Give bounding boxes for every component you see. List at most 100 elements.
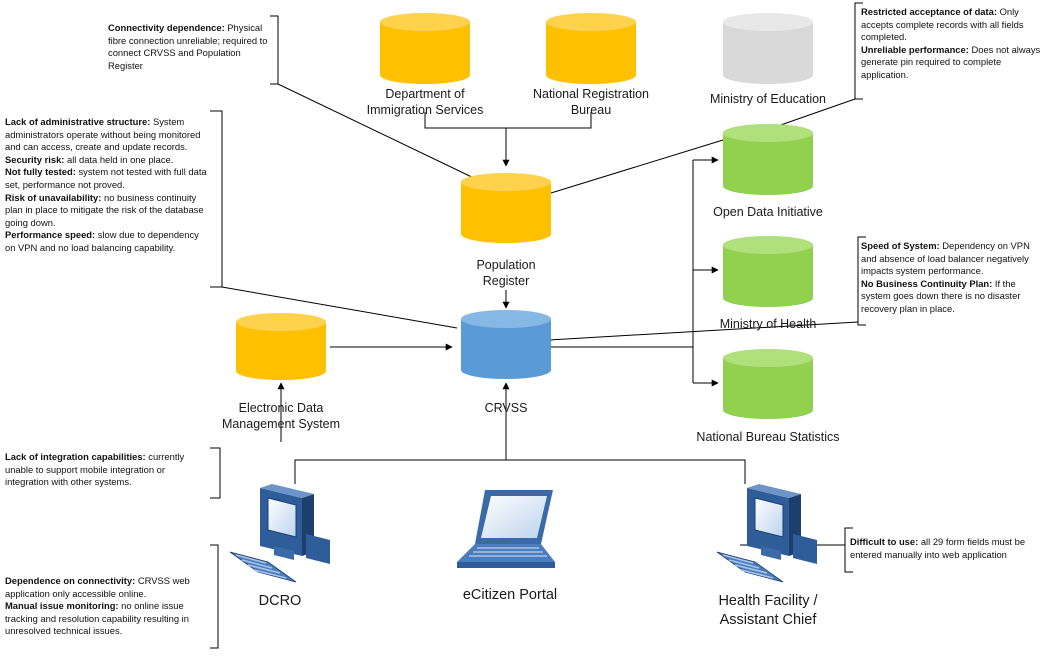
note-restricted-heading: Unreliable performance: bbox=[861, 43, 969, 55]
note-dependence-heading: Manual issue monitoring: bbox=[5, 600, 119, 612]
label-education: Ministry of Education bbox=[688, 91, 848, 107]
note-admin-item: Performance speed: slow due to dependenc… bbox=[5, 229, 210, 254]
connector-population-open-data bbox=[550, 139, 724, 194]
note-admin-item: Not fully tested: system not tested with… bbox=[5, 166, 210, 191]
label-ministry-health-line1: Ministry of Health bbox=[719, 317, 817, 331]
database-icon-edms bbox=[236, 313, 326, 380]
label-nbs-line1: National Bureau Statistics bbox=[696, 430, 840, 444]
note-speed-text: Dependency on VPN and absence of load ba… bbox=[861, 240, 1030, 277]
note-integration-item: Lack of integration capabilities: curren… bbox=[5, 451, 205, 489]
note-difficult-heading: Difficult to use: bbox=[850, 536, 919, 547]
label-open-data-line1: Open Data Initiative bbox=[713, 205, 823, 219]
note-restricted-text: Does not always generate pin required to… bbox=[861, 43, 1041, 80]
database-icon-open-data bbox=[723, 124, 813, 195]
note-admin-text: system not tested with full data set, pe… bbox=[5, 166, 207, 190]
note-integration-text: currently unable to support mobile integ… bbox=[5, 451, 185, 488]
note-dependence-heading: Dependence on connectivity: bbox=[5, 575, 136, 586]
note-speed-heading: Speed of System: bbox=[861, 240, 940, 251]
label-health-facility-line2: Assistant Chief bbox=[719, 612, 817, 628]
note-brackets bbox=[210, 2, 866, 649]
note-admin: Lack of administrative structure: System… bbox=[5, 116, 210, 255]
note-admin-item: Risk of unavailability: no business cont… bbox=[5, 192, 210, 230]
desktop-computer-icon-dcro bbox=[229, 484, 330, 583]
note-restricted-item: Restricted acceptance of data: Only acce… bbox=[861, 6, 1041, 44]
note-admin-heading: Performance speed: bbox=[5, 229, 96, 241]
note-connectivity-text: Physical fibre connection unreliable; re… bbox=[108, 22, 268, 71]
connector-admin-note bbox=[221, 286, 458, 329]
note-speed-heading: No Business Continuity Plan: bbox=[861, 277, 993, 289]
database-icon-immigration bbox=[380, 13, 470, 84]
database-icon-crvss bbox=[461, 310, 551, 379]
label-dcro: DCRO bbox=[230, 592, 330, 611]
label-health-facility: Health Facility / Assistant Chief bbox=[688, 592, 848, 630]
connector-connectivity-note bbox=[277, 83, 479, 181]
note-admin-text: slow due to dependency on VPN and no loa… bbox=[5, 229, 199, 253]
label-edms-line2: Management System bbox=[221, 417, 341, 431]
note-integration: Lack of integration capabilities: curren… bbox=[5, 451, 205, 489]
bracket-connectivity bbox=[270, 15, 279, 85]
note-admin-text: System administrators operate without be… bbox=[5, 116, 201, 153]
desktop-computer-icon-health-facility bbox=[716, 484, 817, 583]
label-immigration: Department of Immigration Services bbox=[345, 86, 505, 118]
database-icon-nbs bbox=[723, 349, 813, 419]
note-dependence: Dependence on connectivity: CRVSS web ap… bbox=[5, 575, 210, 638]
bracket-difficult bbox=[844, 527, 853, 573]
note-speed-item: Speed of System: Dependency on VPN and a… bbox=[861, 240, 1041, 278]
note-difficult-text: all 29 form fields must be entered manua… bbox=[850, 536, 1026, 560]
note-connectivity-heading: Connectivity dependence: bbox=[108, 22, 225, 33]
database-icon-education bbox=[723, 13, 813, 84]
note-dependence-item: Dependence on connectivity: CRVSS web ap… bbox=[5, 575, 210, 600]
note-dependence-text: CRVSS web application only accessible on… bbox=[5, 575, 190, 599]
note-admin-heading: Risk of unavailability: bbox=[5, 191, 102, 203]
label-open-data: Open Data Initiative bbox=[683, 204, 853, 220]
note-restricted-heading: Restricted acceptance of data: bbox=[861, 6, 997, 17]
label-population-line1: Population bbox=[476, 258, 536, 272]
note-difficult-item: Difficult to use: all 29 form fields mus… bbox=[850, 536, 1043, 561]
note-admin-heading: Not fully tested: bbox=[5, 166, 76, 178]
note-restricted-text: Only accepts complete records with all f… bbox=[861, 6, 1024, 43]
note-speed-item: No Business Continuity Plan: If the syst… bbox=[861, 278, 1041, 316]
label-edms-line1: Electronic Data bbox=[238, 401, 324, 415]
note-dependence-item: Manual issue monitoring: no online issue… bbox=[5, 600, 210, 638]
label-immigration-line1: Department of bbox=[385, 87, 465, 101]
label-health-facility-line1: Health Facility / bbox=[718, 593, 818, 609]
bracket-dependence bbox=[210, 544, 219, 649]
bracket-admin bbox=[210, 110, 223, 288]
label-ecitizen-line1: eCitizen Portal bbox=[462, 587, 558, 603]
bracket-speed bbox=[857, 236, 866, 326]
note-restricted-item: Unreliable performance: Does not always … bbox=[861, 44, 1041, 82]
label-nrb-line2: Bureau bbox=[570, 103, 612, 117]
note-dependence-text: no online issue tracking and resolution … bbox=[5, 600, 189, 637]
database-icon-ministry-health bbox=[723, 236, 813, 307]
label-nrb: National Registration Bureau bbox=[511, 86, 671, 118]
note-admin-heading: Lack of administrative structure: bbox=[5, 116, 151, 127]
note-difficult: Difficult to use: all 29 form fields mus… bbox=[850, 536, 1043, 561]
note-speed-text: If the system goes down there is no disa… bbox=[861, 277, 1021, 314]
note-admin-heading: Security risk: bbox=[5, 153, 65, 165]
bracket-integration bbox=[210, 447, 221, 499]
note-admin-text: all data held in one place. bbox=[64, 153, 174, 165]
connector-sources-bracket bbox=[424, 112, 592, 129]
note-integration-heading: Lack of integration capabilities: bbox=[5, 451, 146, 462]
label-education-line1: Ministry of Education bbox=[709, 92, 827, 106]
database-icon-population bbox=[461, 173, 551, 243]
note-connectivity: Connectivity dependence: Physical fibre … bbox=[108, 22, 268, 72]
note-admin-item: Lack of administrative structure: System… bbox=[5, 116, 210, 154]
note-admin-text: no business continuity plan in place to … bbox=[5, 191, 204, 228]
note-speed: Speed of System: Dependency on VPN and a… bbox=[861, 240, 1041, 316]
label-immigration-line2: Immigration Services bbox=[366, 103, 484, 117]
label-crvss: CRVSS bbox=[446, 400, 566, 416]
label-ecitizen: eCitizen Portal bbox=[430, 586, 590, 605]
label-edms: Electronic Data Management System bbox=[206, 400, 356, 432]
connector-restricted-note bbox=[774, 98, 856, 128]
laptop-icon-ecitizen bbox=[457, 490, 555, 568]
note-admin-item: Security risk: all data held in one plac… bbox=[5, 154, 210, 167]
label-dcro-line1: DCRO bbox=[258, 593, 302, 609]
note-restricted: Restricted acceptance of data: Only acce… bbox=[861, 6, 1041, 82]
database-icon-nrb bbox=[546, 13, 636, 84]
label-nbs: National Bureau Statistics bbox=[673, 429, 863, 445]
label-population-line2: Register bbox=[482, 274, 530, 288]
label-nrb-line1: National Registration bbox=[532, 87, 650, 101]
bracket-restricted bbox=[854, 2, 863, 100]
